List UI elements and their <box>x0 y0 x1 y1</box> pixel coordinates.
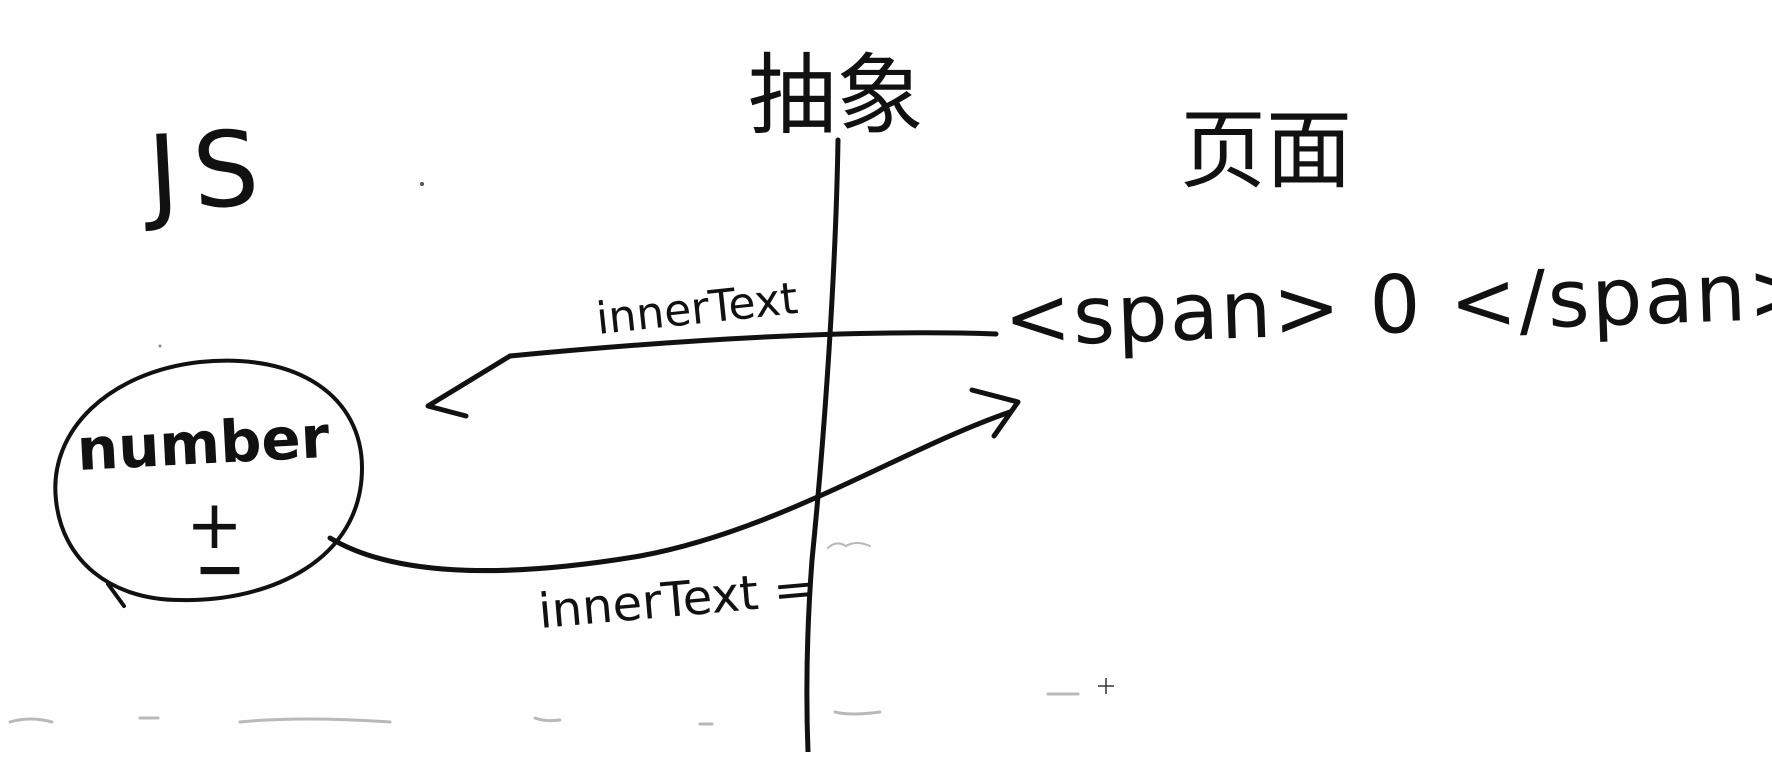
divider-line <box>804 137 841 755</box>
span-element-text: <span> 0 </span> <box>1002 244 1772 365</box>
read-arrow <box>425 330 999 419</box>
read-arrow-label: innerText <box>594 273 800 345</box>
left-heading: JS <box>139 107 276 236</box>
crosshair-cursor-icon <box>1098 678 1114 694</box>
write-arrow-label: innerText = <box>536 560 816 640</box>
plus-sign: + <box>186 486 243 565</box>
center-heading: 抽象 <box>748 44 924 147</box>
number-label: number <box>75 403 331 484</box>
number-bubble: number + − <box>53 358 364 608</box>
write-arrow <box>327 387 1021 574</box>
stray-dot <box>420 182 424 186</box>
stray-dot <box>158 344 162 348</box>
minus-sign: − <box>194 532 246 605</box>
right-heading: 页面 <box>1180 101 1352 201</box>
bottom-scribbles <box>8 542 1080 726</box>
